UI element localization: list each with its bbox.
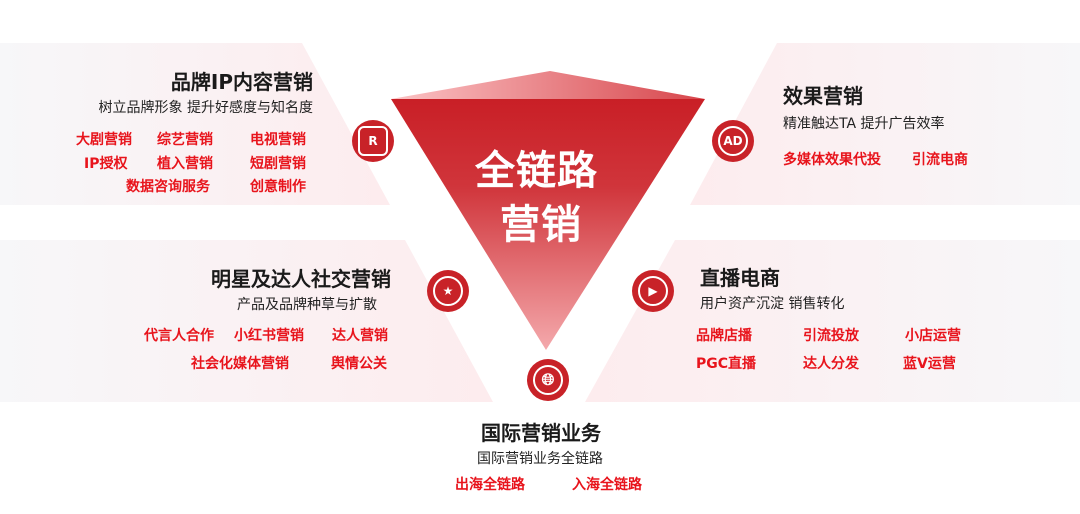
performance-title: 效果营销 [783, 84, 863, 108]
brand-ip-item: 电视营销 [250, 132, 306, 148]
celebrity-item: 小红书营销 [234, 328, 304, 344]
live-item: 达人分发 [803, 356, 859, 372]
panel-celebrity [0, 240, 493, 402]
brand-ip-item: 植入营销 [157, 156, 213, 172]
celebrity-item: 舆情公关 [331, 356, 387, 372]
registered-icon: R [352, 120, 394, 162]
play-icon: ▶ [632, 270, 674, 312]
center-title-line1: 全链路 [475, 148, 598, 194]
live-item: 品牌店播 [696, 328, 752, 344]
brand-ip-item: 创意制作 [250, 179, 306, 195]
celebrity-item: 社会化媒体营销 [191, 356, 289, 372]
intl-title: 国际营销业务 [481, 421, 601, 445]
performance-subtitle: 精准触达TA 提升广告效率 [783, 116, 945, 132]
celebrity-item: 达人营销 [332, 328, 388, 344]
live-subtitle: 用户资产沉淀 销售转化 [700, 296, 845, 312]
globe-icon: 🌐︎ [527, 359, 569, 401]
brand-ip-item: 短剧营销 [250, 156, 306, 172]
live-item: 引流投放 [803, 328, 859, 344]
panel-brand-ip [0, 43, 390, 205]
performance-item: 引流电商 [912, 152, 968, 168]
panel-performance [690, 43, 1080, 205]
funnel-triangle [391, 99, 705, 350]
live-title: 直播电商 [700, 266, 780, 290]
star-icon: ★ [427, 270, 469, 312]
intl-item: 出海全链路 [455, 477, 525, 493]
live-item: 小店运营 [905, 328, 961, 344]
live-item: PGC直播 [696, 356, 757, 372]
intl-subtitle: 国际营销业务全链路 [477, 451, 603, 467]
brand-ip-item: IP授权 [84, 156, 128, 172]
celebrity-subtitle: 产品及品牌种草与扩散 [237, 297, 377, 313]
celebrity-title: 明星及达人社交营销 [211, 267, 391, 291]
brand-ip-item: 综艺营销 [157, 132, 213, 148]
funnel-top-face [391, 71, 705, 99]
live-item: 蓝V运营 [903, 356, 956, 372]
brand-ip-subtitle: 树立品牌形象 提升好感度与知名度 [98, 100, 313, 116]
celebrity-item: 代言人合作 [144, 328, 214, 344]
brand-ip-item: 数据咨询服务 [126, 179, 210, 195]
ad-icon: AD [712, 120, 754, 162]
brand-ip-item: 大剧营销 [76, 132, 132, 148]
center-title-line2: 营销 [500, 202, 582, 248]
performance-item: 多媒体效果代投 [783, 152, 881, 168]
panel-live [585, 240, 1080, 402]
brand-ip-title: 品牌IP内容营销 [170, 70, 313, 94]
intl-item: 入海全链路 [572, 477, 642, 493]
